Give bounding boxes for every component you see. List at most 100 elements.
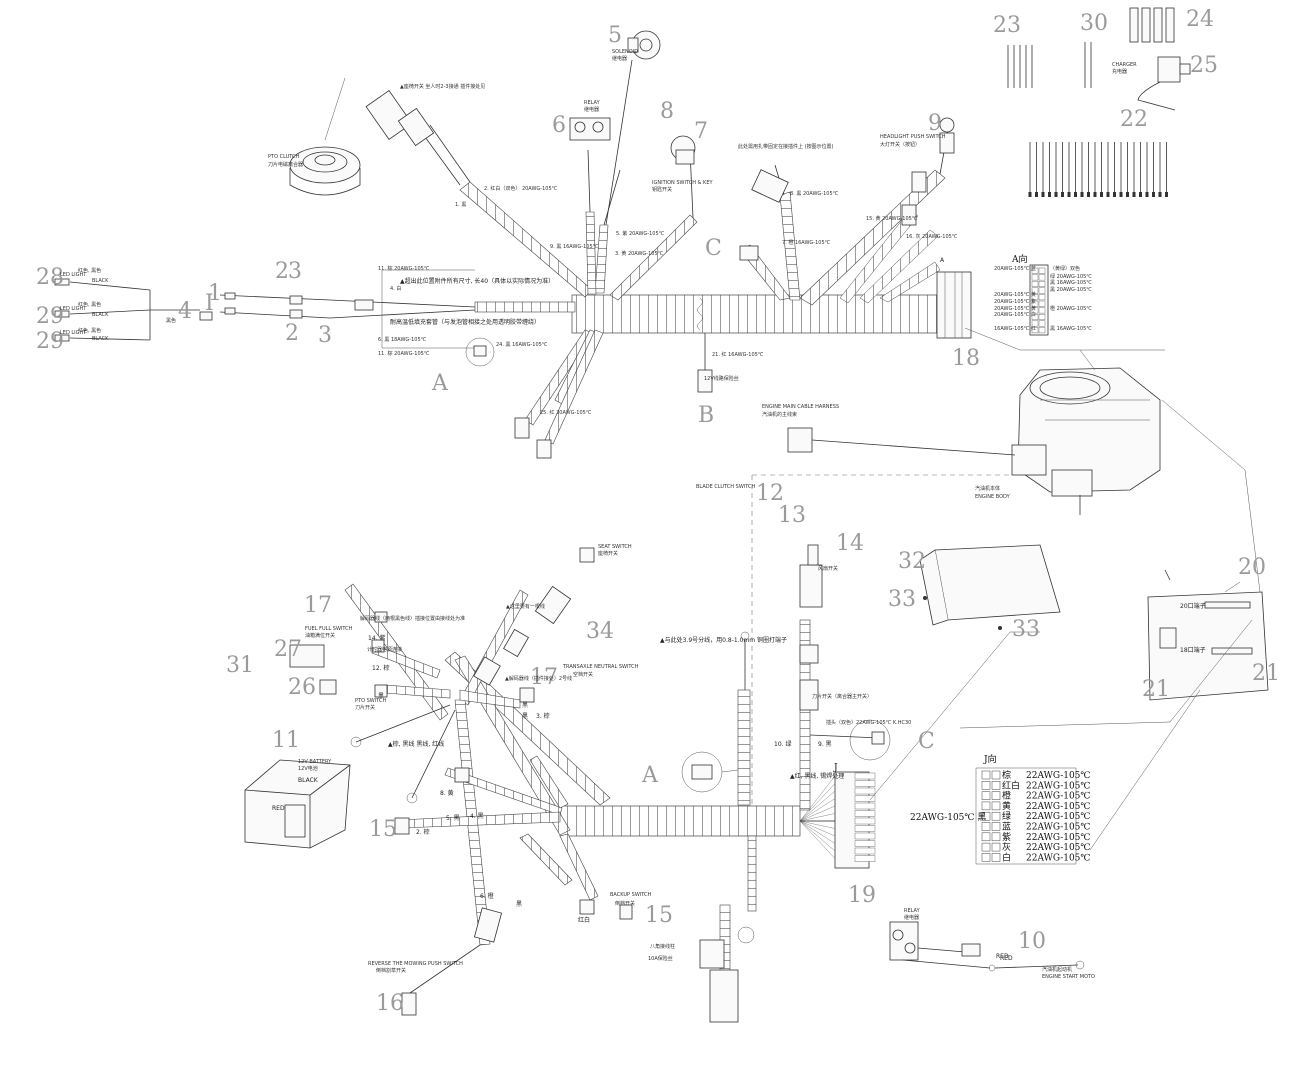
- wire-label-b8: 5. 黑: [446, 815, 460, 822]
- callout-number-20: 20: [1238, 555, 1266, 580]
- battery: [244, 759, 351, 849]
- a-view-right-ar3: 黑 16AWG-105℃: [1050, 280, 1092, 286]
- view-letter-i: I: [205, 291, 214, 316]
- label-plug-c-note: 插头（双色）22AWG-105℃ K.HC30: [826, 719, 911, 726]
- a-view-left-al6: 16AWG-105℃ 红: [994, 325, 1036, 332]
- callout-number-29: 29: [36, 304, 64, 329]
- callout-number-17-repeat: 17: [530, 665, 558, 690]
- callout-number-28: 28: [36, 265, 64, 290]
- wire-label-w13: 16. 灰 20AWG-105℃: [906, 233, 958, 240]
- label-plug-20: 20口端子: [1180, 602, 1206, 610]
- label-fuel-switch: FUEL FULL SWITCH: [305, 626, 353, 632]
- label-plug-18: 18口端子: [1180, 646, 1206, 654]
- wire-label-w14: 21. 红 16AWG-105℃: [712, 351, 764, 358]
- relay-top: [569, 117, 611, 141]
- j-view-color-j5: 绿: [1002, 810, 1011, 822]
- wire-label-w5: 1. 黑: [455, 202, 466, 208]
- view-letter-a-top: A: [431, 371, 449, 396]
- callout-number-22: 22: [1120, 107, 1148, 132]
- leader-a-to-engine: [964, 327, 1165, 351]
- wire-label-b3: 黑: [378, 693, 384, 700]
- j-view-color-j4: 黄: [1002, 800, 1011, 812]
- wire-label-w3: 11. 棕 20AWG-105℃: [378, 350, 430, 357]
- branch-down-3: [536, 329, 604, 459]
- wire-label-b14: ▲红, 黑线, 锡焊处理: [790, 772, 844, 780]
- wire-label-b17: 黑: [522, 713, 528, 720]
- j-view-spec-j4: 22AWG-105℃: [1026, 802, 1090, 812]
- a-view-right-ar1: （黄绿）双色: [1050, 265, 1080, 272]
- j-view-title: J向: [983, 753, 997, 765]
- label-pto-switch-cn: 刀片开关: [355, 704, 375, 711]
- label-connector-note: ▲与此处3.9号分线，用0.8-1.0mm 铜圈打端子: [660, 636, 787, 644]
- wire-label-w12: 15. 黄 20AWG-105℃: [866, 215, 918, 222]
- wire-label-w10: 8. 黑 20AWG-105℃: [790, 191, 839, 197]
- engine: [1011, 367, 1161, 515]
- label-engine-start: ENGINE START MOTO: [1042, 974, 1095, 980]
- wire-label-b18: RED: [996, 953, 1009, 960]
- left-branch-l5: BLACK: [92, 312, 109, 318]
- callout-number-11: 11: [272, 728, 300, 753]
- label-battery: 12V BATTERY: [298, 759, 332, 765]
- branch-to-ignition: [609, 149, 698, 301]
- left-branch-l7: LED LIGHT: [60, 272, 87, 278]
- a-view-left-al3: 20AWG-105℃ 紫: [994, 299, 1036, 305]
- label-engine-harness: ENGINE MAIN CABLE HARNESS: [762, 404, 839, 410]
- main-trunk-top: [571, 294, 938, 334]
- wire-label-w1: 11. 棕 20AWG-105℃: [378, 265, 430, 272]
- callout-number-15-repeat: 15: [369, 817, 397, 842]
- plug-board: [1147, 569, 1269, 701]
- label-headlight: HEADLIGHT PUSH SWITCH: [880, 134, 946, 140]
- wire-label-w18: 耐高温低填充套管（与发泡管相接之处用透明胶带缠绕）: [390, 318, 540, 326]
- label-fan-cn: 风扇开关: [818, 565, 838, 572]
- wire-label-w4: 4. 白: [390, 285, 401, 292]
- callout-number-23: 23: [993, 13, 1021, 38]
- callout-number-29-repeat: 29: [36, 329, 64, 354]
- label-solenoid-cn: 继电器: [612, 55, 627, 62]
- label-ignition-cn: 钥匙开关: [652, 186, 672, 193]
- callout-number-17: 17: [304, 593, 332, 618]
- label-reverse: REVERSE THE MOWING PUSH SWITCH: [368, 961, 463, 967]
- a-view-left-al1: 20AWG-105℃ 蓝: [994, 265, 1036, 272]
- callout-number-18: 18: [952, 346, 980, 371]
- wire-label-b1: 14. 紫: [368, 634, 385, 642]
- view-letter-j-small: J: [833, 763, 838, 773]
- label-pto-switch: PTO SWITCH: [355, 698, 386, 704]
- callout-number-27: 27: [274, 637, 302, 662]
- loose-parts-top-right: [1007, 7, 1191, 197]
- callout-number-32: 32: [898, 549, 926, 574]
- label-red2: RED: [1000, 955, 1013, 962]
- label-main-text: 刀片开关（离合器主开关）: [812, 693, 872, 700]
- a-connector: [936, 271, 972, 339]
- view-letter-c-bottom: C: [918, 729, 935, 754]
- callout-number-6: 6: [552, 113, 566, 138]
- ignition-connectors: [739, 169, 789, 261]
- left-branch-l6: BLACK: [92, 336, 109, 342]
- fan-to-a-connector: [839, 209, 941, 304]
- item-24-clips: [1129, 7, 1175, 43]
- wire-label-w6: 2. 红白（双色） 20AWG-105℃: [484, 185, 558, 192]
- left-branch-l2: 红色, 黑色: [78, 301, 101, 308]
- view-letter-c-top: C: [705, 236, 722, 261]
- a-view-right-ar2: 绿 20AWG-105℃: [1050, 273, 1092, 280]
- wire-label-b16: 2. 棕: [416, 828, 430, 836]
- a-view-left-al5: 20AWG-105℃ 白: [994, 311, 1036, 318]
- callout-number-7: 7: [694, 119, 708, 144]
- callout-number-31: 31: [226, 653, 254, 678]
- engine-harness-plug: [787, 427, 1016, 456]
- callout-number-19: 19: [848, 883, 876, 908]
- label-wire-hint1: ▲解码器线（插件接处）2号线: [505, 675, 572, 682]
- callout-number-3-repeat: 3: [288, 259, 302, 284]
- wire-label-b11: 黑: [516, 901, 522, 908]
- j-view-table: [975, 767, 1077, 865]
- view-letter-a-small: A: [940, 257, 945, 264]
- wire-label-b15: 4. 黑: [470, 813, 484, 820]
- label-fuel-switch-cn: 油箱满位开关: [305, 632, 335, 639]
- wire-label-w17: ▲超出此位置附件所有尺寸, 长40（具体以实际情况为准）: [400, 277, 554, 285]
- callout-number-16: 16: [376, 991, 404, 1016]
- a-view-right-ar6: 黑 16AWG-105℃: [1050, 326, 1092, 332]
- view-letter-a-bottom: A: [641, 763, 659, 788]
- branch-down-b: [697, 333, 713, 393]
- label-engine-harness-cn: 汽油机的主线束: [762, 411, 797, 418]
- label-seat-switch-note: ▲座椅开关 坐人时2-3接通 插件接处见: [400, 83, 485, 90]
